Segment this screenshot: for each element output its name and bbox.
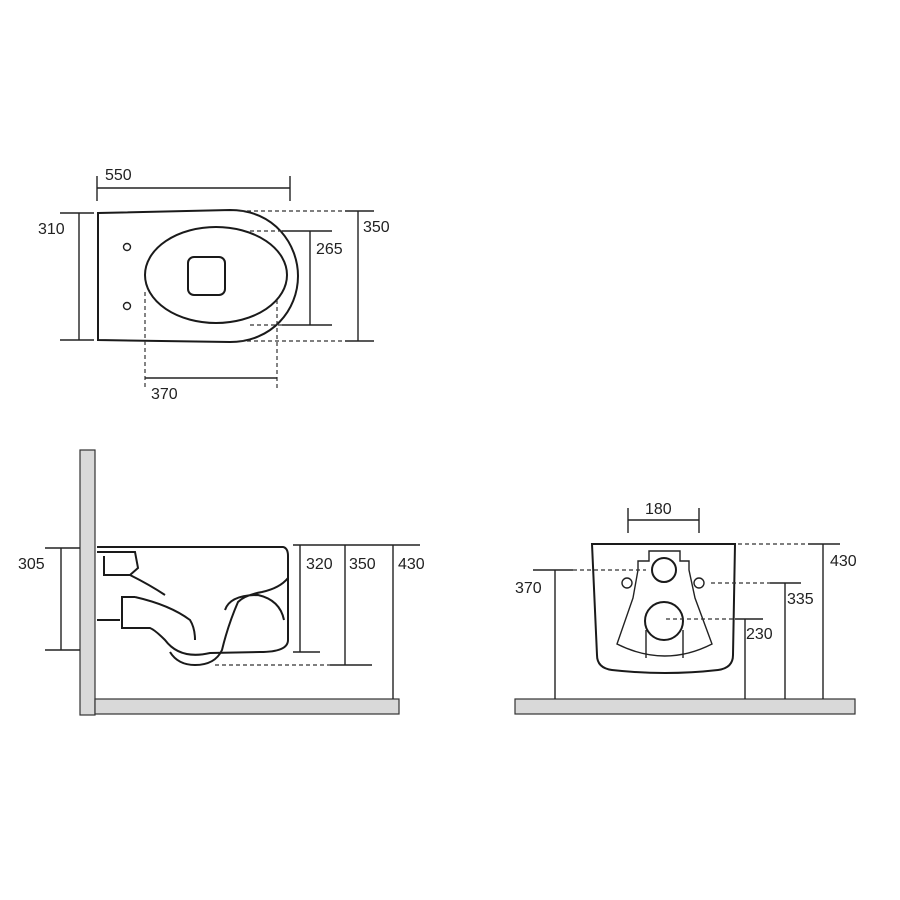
bowl-profile (97, 546, 289, 656)
floor (514, 698, 856, 715)
dim-label: 370 (515, 580, 542, 597)
bolt-hole-right (693, 577, 705, 589)
bowl-outline (97, 208, 300, 344)
dim-label: 230 (746, 626, 773, 643)
dim-label: 320 (306, 556, 333, 573)
dim-550: 550 (96, 167, 291, 201)
dim-label: 335 (787, 591, 814, 608)
front-view: 180 430 370 335 230 (514, 501, 857, 715)
dim-180: 180 (627, 501, 700, 533)
dim-label: 350 (349, 556, 376, 573)
bowl-front (590, 543, 737, 674)
dim-320: 320 (293, 545, 333, 653)
trapway (97, 577, 289, 667)
dim-370: 370 (144, 292, 278, 403)
dim-370-front: 370 (515, 569, 646, 699)
outlet-hole (644, 601, 684, 641)
dim-label: 310 (38, 221, 65, 238)
dim-335: 335 (711, 582, 814, 699)
dim-label: 350 (363, 219, 390, 236)
fixing-hole-top (122, 242, 132, 252)
top-view: 550 310 350 265 (38, 167, 390, 403)
bolt-hole-left (621, 577, 633, 589)
inlet (97, 551, 166, 596)
dim-310: 310 (38, 212, 94, 341)
dim-label: 305 (18, 556, 45, 573)
dim-label: 430 (830, 553, 857, 570)
dim-label: 370 (151, 386, 178, 403)
dim-label: 265 (316, 241, 343, 258)
side-view: 305 320 350 430 (18, 449, 425, 716)
wall (79, 449, 96, 716)
floor (94, 698, 400, 715)
dim-350-side: 350 (215, 545, 376, 666)
dim-430-front: 430 (738, 543, 857, 699)
inlet-hole (651, 557, 677, 583)
dim-265: 265 (250, 230, 343, 326)
mounting-plate (616, 550, 713, 657)
fixing-hole-bottom (122, 301, 132, 311)
dim-430-side: 430 (392, 545, 425, 699)
dim-305: 305 (18, 547, 80, 651)
dim-label: 430 (398, 556, 425, 573)
bowl-outlet (187, 256, 226, 296)
dim-label: 550 (105, 167, 132, 184)
dim-350: 350 (240, 210, 390, 342)
seat-opening (144, 226, 288, 324)
dim-label: 180 (645, 501, 672, 518)
dim-230: 230 (666, 618, 773, 699)
